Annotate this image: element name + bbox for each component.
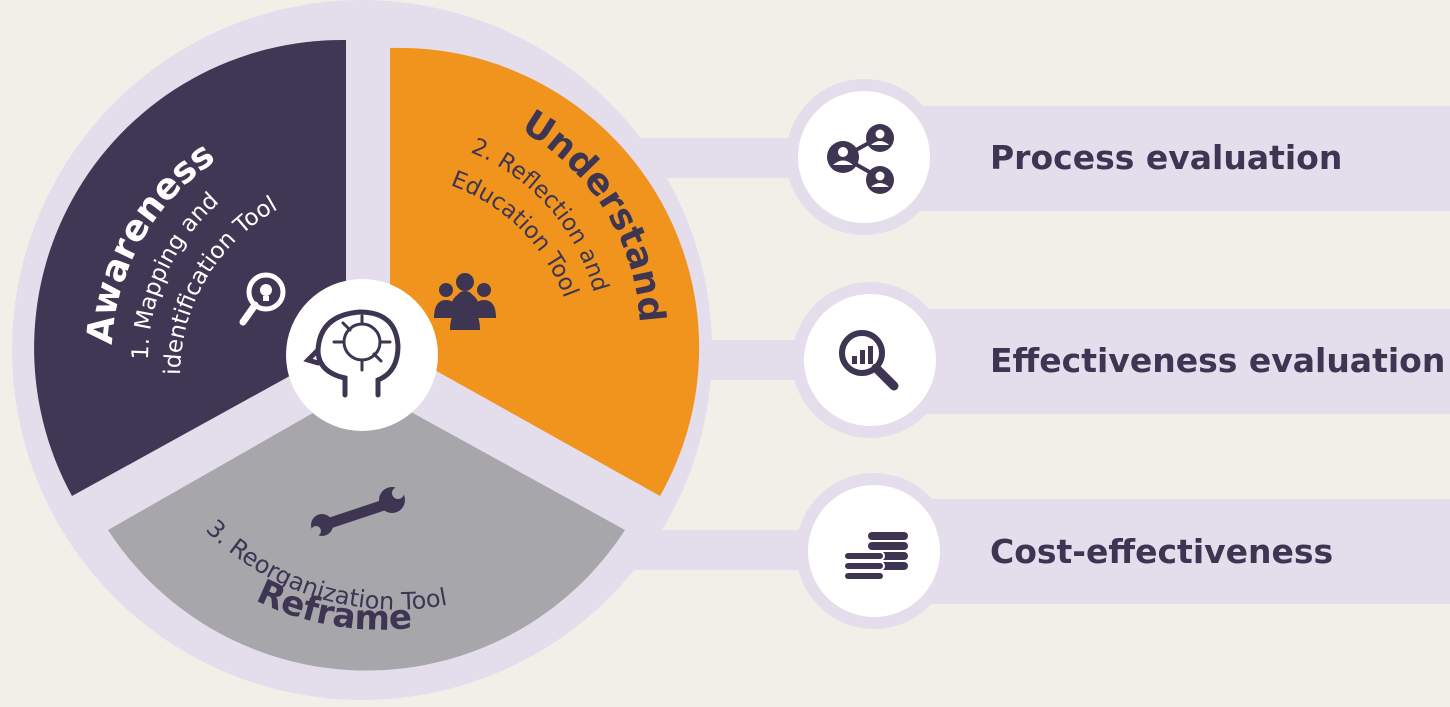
evaluation-list: Process evaluation Effectiveness evaluat… [786, 79, 1450, 629]
evaluation-label-effectiveness: Effectiveness evaluation [990, 341, 1445, 380]
coins-icon [843, 532, 908, 581]
lightbulb-magnifier-icon [239, 272, 286, 326]
evaluation-circle-1 [798, 91, 930, 223]
evaluation-label-cost: Cost-effectiveness [990, 532, 1333, 571]
magnifier-chart-icon [839, 330, 899, 391]
evaluation-label-process: Process evaluation [990, 138, 1342, 177]
segment-understand [390, 47, 700, 496]
segment-reframe [108, 385, 625, 671]
wrench-icon [311, 487, 405, 536]
people-group-icon [434, 273, 496, 330]
segment-awareness [34, 39, 346, 496]
center-circle [286, 279, 438, 431]
tool-wheel: Awareness 1. Mapping and identification … [12, 0, 712, 700]
network-people-icon [827, 124, 894, 194]
brain-circuit-head-icon [303, 309, 401, 398]
